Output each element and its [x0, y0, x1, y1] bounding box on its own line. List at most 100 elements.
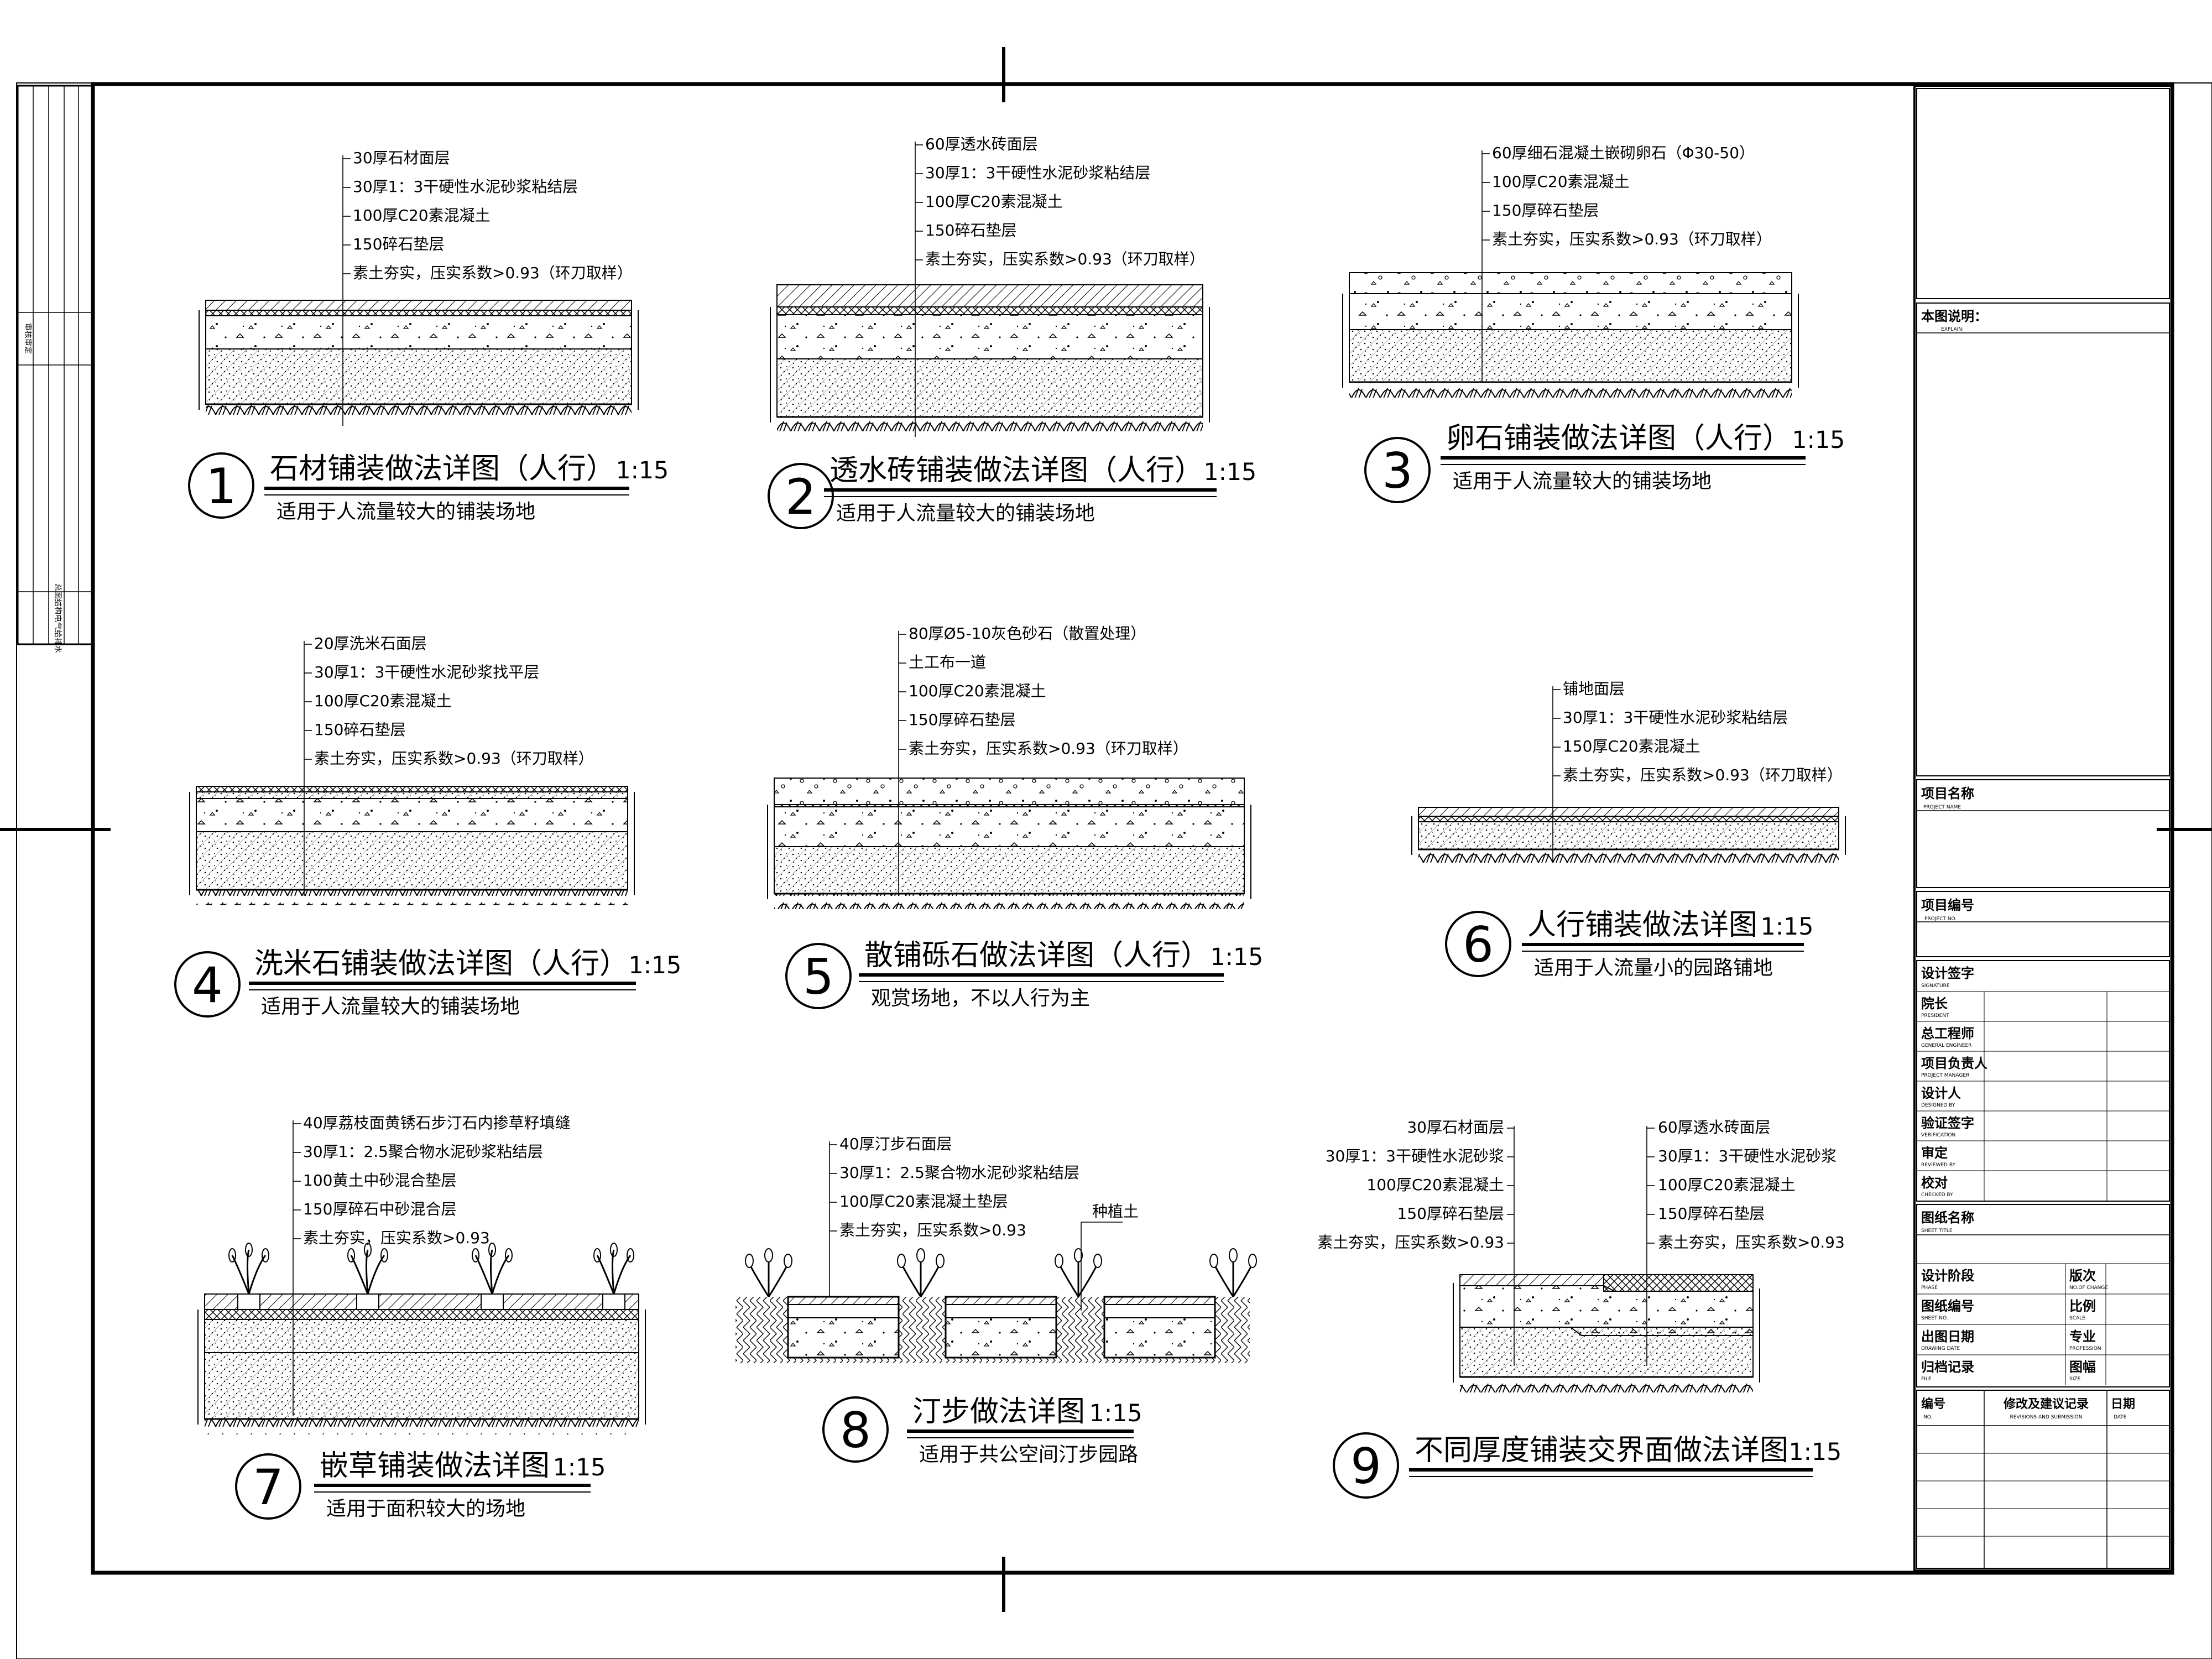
planting-soil-label: 种植土	[1092, 1202, 1139, 1220]
project-no-label: 项目编号	[1921, 898, 1974, 913]
detail-number-circle	[188, 452, 254, 519]
section-layer	[1349, 329, 1792, 383]
detail-scale: 1:15	[1788, 1438, 1841, 1466]
d3-layer-label: 素土夯实，压实系数>0.93（环刀取样）	[1492, 230, 1772, 248]
explain-label-en: EXPLAIN:	[1941, 327, 1964, 332]
revision-desc-label-en: REVISIONS AND SUBMISSION	[2010, 1415, 2083, 1420]
detail-scale: 1:15	[553, 1454, 606, 1481]
signature-role-en-0: PRESIDENT	[1921, 1013, 1949, 1019]
detail-subtitle: 适用于人流量较大的铺装场地	[276, 500, 535, 523]
detail-scale: 1:15	[1089, 1400, 1142, 1427]
detail-title: 嵌草铺装做法详图	[320, 1449, 550, 1483]
detail-subtitle: 适用于面积较大的场地	[326, 1498, 525, 1520]
revision-desc-label: 修改及建议记录	[2003, 1397, 2089, 1411]
detail-title: 不同厚度铺装交界面做法详图	[1415, 1434, 1788, 1467]
d5-layer-label: 80厚Ø5-10灰色砂石（散置处理）	[909, 624, 1146, 643]
detail-number: 3	[1382, 442, 1413, 499]
info-label2-en-1: SCALE	[2069, 1316, 2085, 1321]
d7-layer-label: 素土夯实，压实系数>0.93	[303, 1229, 490, 1247]
detail-5: 80厚Ø5-10灰色砂石（散置处理）土工布一道100厚C20素混凝土150厚碎石…	[767, 624, 1263, 1010]
detail-number-circle	[174, 951, 241, 1018]
detail-number-circle	[235, 1453, 301, 1520]
d9-left-layer-label: 100厚C20素混凝土	[1366, 1176, 1504, 1194]
section-layer	[1349, 272, 1792, 294]
section-layer	[204, 1309, 639, 1320]
section-layer	[205, 348, 632, 405]
section-layer	[774, 846, 1245, 894]
info-label2-0: 版次	[2069, 1268, 2096, 1284]
d8-layer-label: 30厚1：2.5聚合物水泥砂浆粘结层	[839, 1164, 1079, 1182]
section-layer	[204, 1319, 639, 1353]
info-label2-en-2: PROFESSION	[2069, 1346, 2101, 1352]
sheet-title-label: 图纸名称	[1921, 1210, 1974, 1225]
revision-date-label-en: DATE	[2114, 1415, 2127, 1420]
detail-number-circle	[785, 943, 852, 1009]
d6-layer-label: 150厚C20素混凝土	[1563, 737, 1700, 755]
section-layer	[776, 284, 1203, 307]
detail-subtitle: 适用于人流量较大的铺装场地	[261, 995, 520, 1018]
project-name-label: 项目名称	[1921, 786, 1974, 801]
soil-layer	[206, 404, 632, 420]
d1-layer-label: 100厚C20素混凝土	[353, 206, 491, 225]
d2-layer-label: 60厚透水砖面层	[925, 135, 1038, 153]
revision-no-label-en: NO.	[1923, 1415, 1932, 1420]
signature-role-en-2: PROJECT MANAGER	[1921, 1073, 1969, 1078]
grass-icon	[596, 1249, 632, 1295]
soil-layer	[1418, 849, 1839, 865]
detail-title: 汀步做法详图	[912, 1395, 1085, 1428]
d4-layer-label: 20厚洗米石面层	[314, 634, 427, 653]
grass-icon	[350, 1249, 385, 1295]
detail-title: 洗米石铺装做法详图（人行）	[254, 947, 628, 980]
signature-role-3: 设计人	[1921, 1086, 1961, 1101]
section-layer	[196, 791, 628, 799]
detail-number: 1	[206, 458, 237, 515]
detail-title: 透水砖铺装做法详图（人行）	[830, 454, 1203, 487]
info-label-en-1: SHEET NO.	[1921, 1316, 1948, 1321]
grass-joint	[237, 1293, 260, 1310]
soil-layer	[205, 1419, 639, 1434]
section-layer	[1418, 821, 1839, 850]
d5-layer-label: 100厚C20素混凝土	[909, 682, 1046, 700]
d5-layer-label: 土工布一道	[909, 653, 986, 671]
section-layer	[776, 314, 1203, 359]
d8-layer-label: 100厚C20素混凝土垫层	[839, 1192, 1008, 1211]
d9-left-layer-label: 150厚碎石垫层	[1397, 1204, 1504, 1223]
d4-layer-label: 30厚1：3干硬性水泥砂浆找平层	[314, 663, 539, 681]
section-layer	[204, 1352, 639, 1420]
info-label2-en-0: NO.OF CHANGE	[2069, 1285, 2108, 1291]
detail-scale: 1:15	[1792, 426, 1845, 454]
section-layer	[196, 831, 628, 890]
d6-layer-label: 铺地面层	[1563, 680, 1625, 698]
d9-left-layer-label: 素土夯实，压实系数>0.93	[1317, 1233, 1504, 1251]
info-label-3: 归档记录	[1921, 1359, 1974, 1375]
signature-role-en-5: REVIEWED BY	[1921, 1162, 1955, 1168]
d4-layer-label: 150碎石垫层	[314, 721, 405, 739]
d1-layer-label: 30厚石材面层	[353, 149, 450, 167]
detail-title: 散铺砾石做法详图（人行）	[864, 939, 1209, 972]
detail-subtitle: 适用于人流量小的园路铺地	[1534, 957, 1773, 979]
signature-role-2: 项目负责人	[1921, 1056, 1987, 1071]
info-label-en-0: PHASE	[1921, 1285, 1938, 1291]
detail-number: 7	[253, 1459, 284, 1516]
d2-layer-label: 30厚1：3干硬性水泥砂浆粘结层	[925, 164, 1150, 182]
strip-bottom-text: 总图结构电气给排水	[53, 583, 62, 653]
d1-layer-label: 150碎石垫层	[353, 235, 444, 253]
section-layer	[196, 798, 628, 832]
detail-7: 40厚荔枝面黄锈石步汀石内掺草籽填缝30厚1：2.5聚合物水泥砂浆粘结层100黄…	[197, 1114, 646, 1520]
strip-top-text: 审核审定	[23, 323, 32, 354]
detail-number-circle	[1445, 911, 1511, 977]
info-label-en-2: DRAWING DATE	[1921, 1346, 1960, 1352]
soil-layer	[1349, 382, 1792, 398]
revision-no-label: 编号	[1921, 1397, 1945, 1411]
brick-layer	[1603, 1274, 1754, 1292]
info-label-2: 出图日期	[1921, 1329, 1974, 1344]
section-layer	[774, 778, 1245, 805]
project-no-label-en: PROJECT NO.	[1924, 916, 1957, 922]
detail-8: 40厚汀步石面层30厚1：2.5聚合物水泥砂浆粘结层100厚C20素混凝土垫层素…	[735, 1135, 1257, 1466]
detail-2: 60厚透水砖面层30厚1：3干硬性水泥砂浆粘结层100厚C20素混凝土150碎石…	[768, 135, 1256, 529]
signature-role-en-1: GENERAL ENGINEER	[1921, 1043, 1971, 1048]
detail-number: 8	[840, 1402, 871, 1459]
